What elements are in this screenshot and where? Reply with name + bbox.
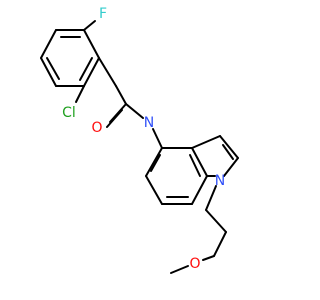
bond [189,154,201,177]
bonds [40,20,239,274]
bond [115,85,127,105]
bond [145,175,163,205]
bond [83,57,100,87]
bond [205,209,227,233]
bond [83,29,100,59]
bond [152,128,163,149]
bond [79,57,93,81]
bond [40,29,57,59]
bond [109,103,127,123]
bond [150,154,161,172]
bond [106,109,123,128]
bond [205,185,217,211]
bond [223,157,239,177]
indole-nitrogen-label: N [215,173,225,189]
ether-oxygen-label: O [189,256,200,272]
bond [191,135,221,149]
bond [125,103,144,119]
structure-diagram: F Cl O N N O [40,6,239,274]
bond [40,57,57,87]
carbonyl-oxygen-label: O [91,120,102,136]
amide-nitrogen-label: N [144,115,154,131]
bond [46,57,60,80]
molecule-structure: F Cl O N N O [40,6,239,274]
bond [170,265,189,274]
bond [98,57,117,87]
bond [83,20,96,31]
bond [219,135,239,159]
fluorine-label: F [99,6,107,22]
bond [202,255,215,261]
atom-labels: F Cl O N N O [62,6,225,272]
bond [191,175,208,205]
bond [222,144,234,160]
bond [191,147,208,177]
bond [213,231,227,257]
bond [75,85,85,103]
bond [145,147,163,177]
chlorine-label: Cl [62,105,76,121]
